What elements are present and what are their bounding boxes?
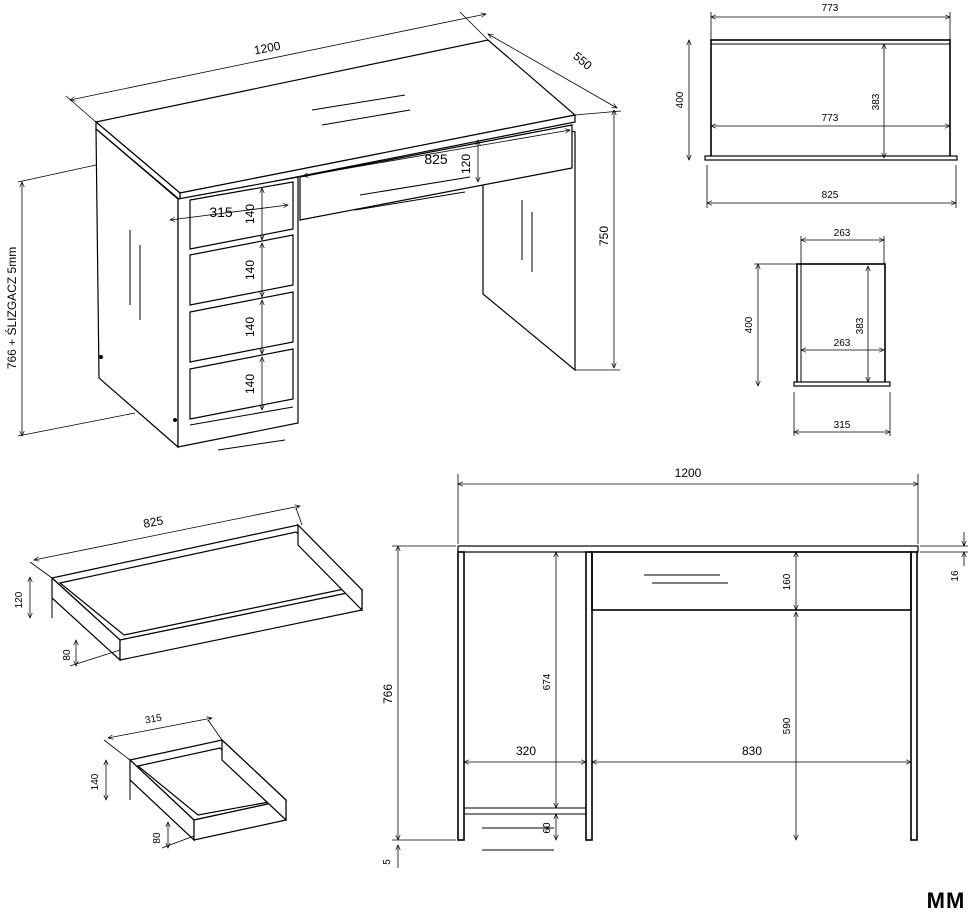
small-section-inner-label: 263 (834, 338, 851, 349)
drawer-height-2-label: 140 (243, 260, 257, 280)
front-leg-gap-label: 674 (542, 673, 553, 690)
small-drawer-isometric-view: 315 140 80 (90, 712, 288, 848)
wide-drawer-iso-inner-label: 80 (62, 649, 73, 661)
desk-height-label: 750 (597, 226, 611, 246)
front-top-thickness-label: 16 (950, 570, 961, 582)
wide-section-top-label: 773 (822, 3, 839, 14)
small-section-inner-height-label: 383 (855, 317, 866, 334)
wide-section-inner-height-label: 383 (871, 93, 882, 110)
front-drawer-height-label: 160 (782, 573, 793, 590)
front-glide-label: 5 (382, 859, 393, 865)
small-drawer-iso-inner-label: 80 (152, 832, 163, 844)
wide-drawer-iso-width-label: 825 (142, 513, 165, 531)
wide-drawer-width-label: 825 (424, 151, 448, 167)
front-knee-height-label: 590 (782, 717, 793, 734)
wide-section-height-label: 400 (675, 91, 686, 108)
front-plinth-label: 60 (542, 822, 553, 834)
front-right-width-label: 830 (742, 744, 762, 758)
desk-depth-label: 550 (570, 49, 595, 73)
wide-drawer-section-view: 773 773 825 400 383 (675, 3, 958, 208)
small-section-top-label: 263 (834, 228, 851, 239)
front-height-label: 766 (381, 684, 395, 704)
small-drawer-section-view: 263 263 315 400 383 (744, 228, 891, 436)
drawer-height-3-label: 140 (243, 317, 257, 337)
wide-section-bottom-label: 825 (822, 190, 839, 201)
brand-logo: MM (927, 888, 966, 912)
wide-drawer-height-label: 120 (459, 154, 473, 174)
desk-total-height-label: 766 + ŚLIZGACZ 5mm (4, 247, 19, 369)
desk-front-view: 1200 16 766 5 674 160 590 320 830 60 (381, 466, 968, 868)
front-width-label: 1200 (675, 466, 702, 480)
front-left-width-label: 320 (516, 744, 536, 758)
desk-isometric-view: 1200 550 750 766 + ŚLIZGACZ 5mm 825 120 … (4, 11, 622, 451)
wide-drawer-isometric-view: 825 120 80 (14, 506, 364, 666)
wide-drawer-iso-height-label: 120 (14, 591, 25, 608)
small-section-height-label: 400 (744, 316, 755, 333)
drawer-height-1-label: 140 (243, 204, 257, 224)
drawer-height-4-label: 140 (243, 374, 257, 394)
small-drawer-iso-height-label: 140 (90, 773, 101, 790)
small-drawer-iso-width-label: 315 (144, 712, 163, 726)
desk-width-label: 1200 (253, 39, 282, 58)
small-section-bottom-label: 315 (834, 420, 851, 431)
wide-section-inner-label: 773 (822, 113, 839, 124)
small-drawer-width-label: 315 (209, 204, 233, 220)
